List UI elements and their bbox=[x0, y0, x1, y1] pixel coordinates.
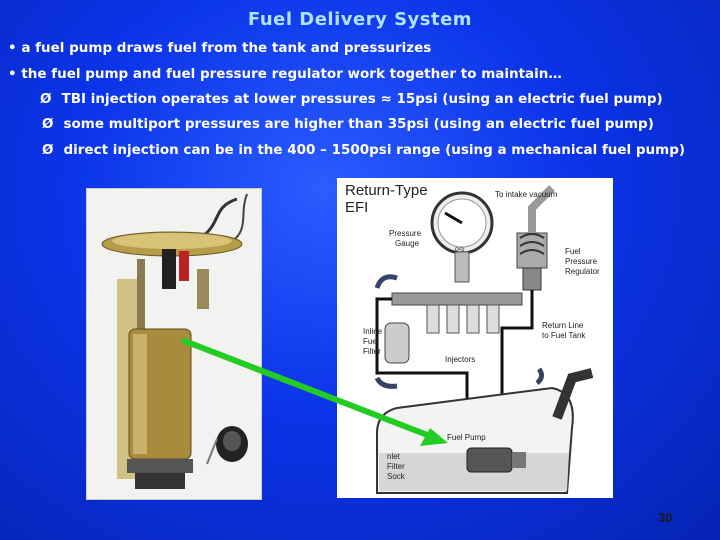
bullet-1: • a fuel pump draws fuel from the tank a… bbox=[8, 40, 432, 56]
inlet-filter-label-1: nlet bbox=[387, 452, 400, 461]
inlet-filter-label-2: Filter bbox=[387, 462, 405, 471]
subbullet-3-text: direct injection can be in the 400 – 150… bbox=[63, 142, 686, 158]
return-line-label-2: to Fuel Tank bbox=[542, 331, 586, 340]
regulator-label-2: Pressure bbox=[565, 257, 598, 266]
inline-filter-label-3: Filter bbox=[363, 347, 381, 356]
return-line-label-1: Return Line bbox=[542, 321, 584, 330]
regulator-label-3: Regulator bbox=[565, 267, 600, 276]
arrow-bullet-icon: Ø bbox=[42, 116, 54, 132]
to-intake-vacuum-label: To intake vacuum bbox=[495, 190, 558, 199]
injectors-label: Injectors bbox=[445, 355, 476, 364]
fuel-pump-photo bbox=[86, 188, 262, 500]
arrow-bullet-icon: Ø bbox=[42, 142, 54, 158]
inline-filter-label-1: Inline bbox=[363, 327, 383, 336]
diagram-title-line1: Return-Type bbox=[345, 182, 428, 199]
pressure-gauge-label-2: Gauge bbox=[395, 239, 420, 248]
inline-filter-label-2: Fuel bbox=[363, 337, 379, 346]
slide-title: Fuel Delivery System bbox=[247, 9, 473, 30]
subbullet-2-text: some multiport pressures are higher than… bbox=[63, 116, 654, 132]
bullet-2: • the fuel pump and fuel pressure regula… bbox=[8, 66, 562, 82]
regulator-label-1: Fuel bbox=[565, 247, 581, 256]
subbullet-1-text: TBI injection operates at lower pressure… bbox=[61, 91, 663, 107]
arrow-bullet-icon: Ø bbox=[40, 91, 52, 107]
diagram-title-line2: EFI bbox=[345, 199, 369, 216]
fuel-pump-label: Fuel Pump bbox=[447, 433, 486, 442]
gauge-unit-label: PSI bbox=[455, 248, 465, 254]
pressure-gauge-label-1: Pressure bbox=[389, 229, 422, 238]
inlet-filter-label-3: Sock bbox=[387, 472, 405, 481]
page-number: 30 bbox=[658, 510, 673, 525]
subbullet-1: Ø TBI injection operates at lower pressur… bbox=[40, 91, 663, 107]
efi-diagram: Return-Type EFI To intake vacuum Pressur… bbox=[337, 178, 613, 498]
fuel-pump-illustration bbox=[87, 189, 261, 499]
